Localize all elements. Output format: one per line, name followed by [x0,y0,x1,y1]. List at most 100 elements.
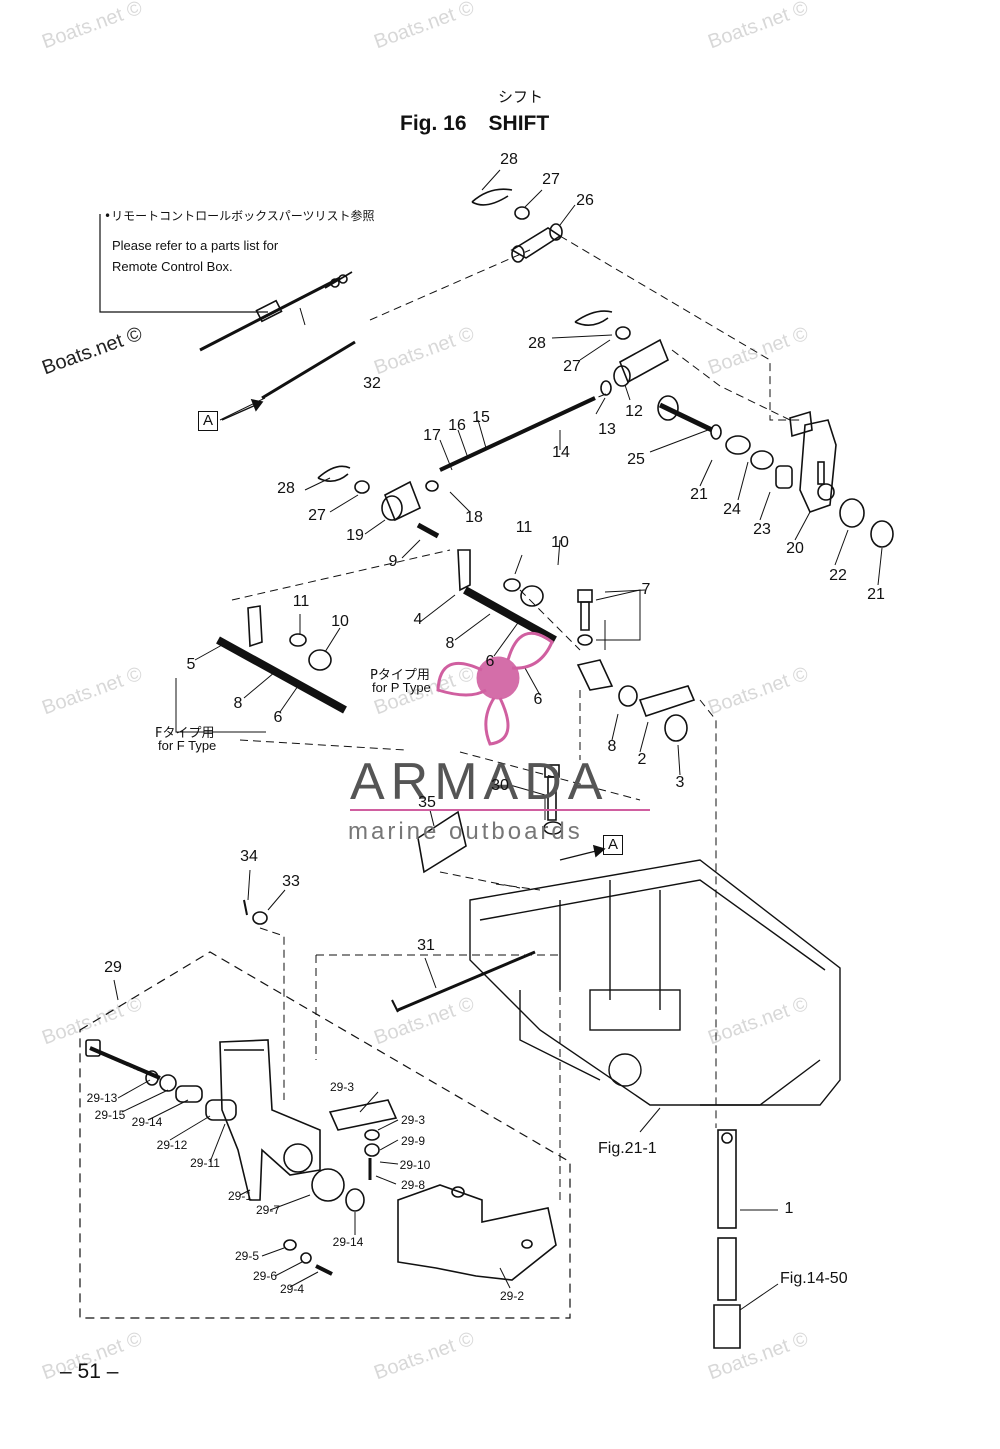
part-number-label: 8 [233,695,243,712]
part-number-label: 14 [552,444,570,461]
part-number-label: 29-6 [252,1269,278,1283]
part-number-label: 30 [491,777,509,794]
figure-reference: Fig.21-1 [598,1140,657,1157]
title-japanese: シフト [498,88,544,106]
part-number-label: 34 [240,848,258,865]
figure-number: Fig. 16 [400,112,467,135]
part-number-label: 11 [292,593,310,610]
part-number-label: 29 [104,959,122,976]
rod-spring [461,441,501,461]
part-number-label: 26 [576,192,594,209]
part-number-label: 2 [637,751,647,768]
part-number-label: 16 [448,417,466,434]
part-number-label: 29-5 [234,1249,260,1263]
connector-26 [471,188,563,263]
p-type-label: for P Type [372,680,431,695]
part-number-label: 29-13 [86,1091,118,1105]
note-line-2: Remote Control Box. [112,259,233,274]
propeller-logo [436,631,554,746]
shaft-p-type [231,549,557,644]
arrow-a-1 [221,403,259,421]
reference-box-a: A [198,411,218,431]
part-number-label: 29-15 [94,1108,126,1122]
part-number-label: 29-2 [499,1289,525,1303]
part-number-label: 31 [417,937,435,954]
pointer-lines [113,169,883,1311]
part-number-label: 29-8 [400,1178,426,1192]
part-number-label: 13 [598,421,616,438]
part-number-label: 12 [625,403,643,420]
connector-12 [574,310,670,396]
f-type-label: for F Type [158,738,217,753]
part-number-label: 5 [186,656,196,673]
part-number-label: 20 [786,540,804,557]
f-type-label-jp: Fタイプ用 [155,726,215,741]
connector-19 [317,465,440,539]
part-number-label: 29-9 [400,1134,426,1148]
part-number-label: 1 [784,1200,794,1217]
part-number-label: 35 [418,794,436,811]
part-number-label: 6 [273,709,283,726]
lever-20 [657,395,894,548]
part-number-label: 27 [308,507,326,524]
part-number-label: 28 [528,335,546,352]
cover-35 [417,810,467,874]
note-line-1: Please refer to a parts list for [112,238,279,253]
page-number: – 51 – [60,1360,119,1383]
joint-assembly [576,589,696,742]
part-number-label: 10 [551,534,569,551]
reference-box-a: A [603,835,623,855]
part-number-label: 28 [277,480,295,497]
part-number-label: 27 [542,171,560,188]
leader-lines [259,235,800,1205]
shaft-f-type [175,605,406,751]
part-number-label: 29-1 [227,1189,253,1203]
part-number-label: 6 [533,691,543,708]
part-number-label: 15 [472,409,490,426]
part-number-label: 11 [515,519,533,536]
part-number-label: 29-14 [332,1235,364,1249]
note-japanese: •リモートコントロールボックスパーツリスト参照 [104,209,375,223]
part-number-label: 29-10 [399,1158,431,1172]
part-number-label: 29-7 [255,1203,281,1217]
brand-tagline: marine outboards [348,818,583,845]
part-number-label: 8 [607,738,617,755]
shift-rod [439,396,596,472]
part-number-label: 10 [331,613,349,630]
remote-cable [99,214,356,400]
figure-reference: Fig.14-50 [780,1270,848,1287]
rod-31 [397,950,536,1012]
part-number-label: 17 [423,427,441,444]
p-type-label-jp: Pタイプ用 [370,668,430,683]
part-number-label: 24 [723,501,741,518]
part-number-label: 21 [690,486,708,503]
engine-base [469,859,841,1106]
part-number-label: 25 [627,451,645,468]
part-number-label: 29-3 [329,1080,355,1094]
part-number-label: 22 [829,567,847,584]
part-number-label: 33 [282,873,300,890]
part-number-label: 32 [363,375,381,392]
shaft-1 [713,1129,741,1349]
part-number-label: 19 [346,527,364,544]
arrow-head [592,844,606,858]
arrow-a-2 [559,849,601,861]
part-number-label: 8 [445,635,455,652]
part-number-label: 27 [563,358,581,375]
part-number-label: 29-4 [279,1282,305,1296]
part-number-label: 18 [465,509,483,526]
figure-name: SHIFT [488,112,550,135]
part-number-label: 7 [641,581,651,598]
part-number-label: 29-14 [131,1115,163,1129]
part-number-label: 29-3 [400,1113,426,1127]
arrow-head [250,398,264,412]
part-number-label: 4 [413,611,423,628]
bracket-assembly-29 [85,899,557,1281]
part-number-label: 9 [388,553,398,570]
part-number-label: 6 [485,653,495,670]
assembly-29-boundary [79,951,571,1319]
brand-name: ARMADA [350,753,609,811]
part-number-label: 28 [500,151,518,168]
